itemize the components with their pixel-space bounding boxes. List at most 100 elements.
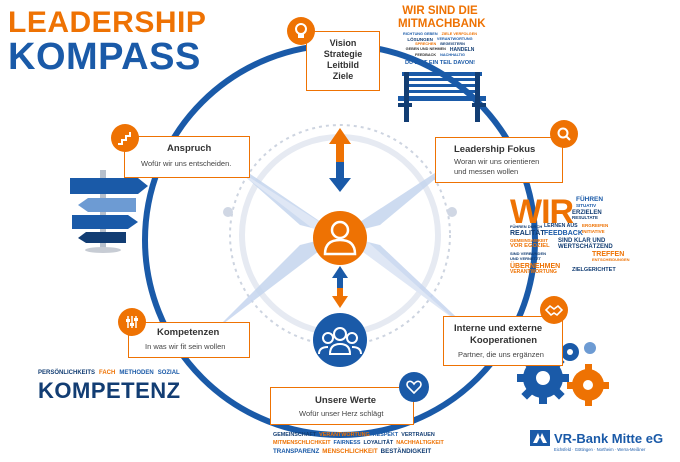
werte-word: RESPEKT <box>372 432 399 438</box>
mitmachbank-block: WIR SIND DIE MITMACHBANK RICHTUNG GEBEN … <box>398 5 486 66</box>
wir-word: ERGREIFEN <box>582 223 609 228</box>
lightbulb-icon <box>287 17 315 45</box>
stairs-icon <box>111 124 139 152</box>
vr-logo-icon <box>530 430 550 446</box>
wir-word: WERTSCHÄTZEND <box>558 244 613 250</box>
anspruch-box: Anspruch Wofür wir uns entscheiden. <box>124 136 250 178</box>
heart-icon <box>399 372 429 402</box>
bench-illustration <box>398 72 486 122</box>
wir-big: WIR <box>510 193 574 231</box>
wir-word: SIND KLAR UND <box>558 238 606 244</box>
kompetenz-word: KOMPETENZ <box>38 378 181 403</box>
kompetenz-tag: METHODEN <box>119 370 154 376</box>
wir-word: UND VERNETZT <box>510 256 541 261</box>
anspruch-title: Anspruch <box>167 143 212 154</box>
kompetenz-tag: PERSÖNLICHKEITS <box>38 370 96 376</box>
wir-word: GEMEINSAMKEIT <box>510 238 549 243</box>
wir-word: ZIELGERICHTET <box>572 267 616 273</box>
mitmachbank-line2: MITMACHBANK <box>398 17 486 30</box>
wir-word: LERNEN AUS <box>544 223 578 229</box>
kooperationen-title2: Kooperationen <box>470 335 538 346</box>
wir-word: FÜHREN DURCH <box>510 224 543 229</box>
title-leadership: LEADERSHIP <box>8 6 207 39</box>
kooperationen-box: Interne und externe Kooperationen Partne… <box>443 316 563 366</box>
mitmachbank-word: ZIELE VERFOLGEN <box>441 32 478 36</box>
mitmachbank-word: NACHHALTIG <box>440 53 465 58</box>
werte-word-cloud: GEMEINSCHAFT VERANTWORTUNG RESPEKT VERTR… <box>273 432 444 455</box>
arrow-small-down <box>332 296 348 308</box>
wir-word: FEEDBACK <box>544 230 583 237</box>
mitmachbank-word: RICHTUNG GEBEN <box>402 32 438 36</box>
ring-dot <box>223 207 233 217</box>
title-kompass: KOMPASS <box>8 36 201 78</box>
werte-box: Unsere Werte Wofür unser Herz schlägt <box>270 387 414 425</box>
werte-word: MENSCHLICHKEIT <box>322 448 378 455</box>
strategie-line: Strategie <box>323 49 363 59</box>
werte-subtitle: Wofür unser Herz schlägt <box>299 409 384 418</box>
wir-word-cloud: WIR FÜHREN SITUATIV ERZIELEN RESULTATE F… <box>510 195 660 275</box>
wir-word: ÜBERNEHMEN <box>510 263 561 270</box>
leadership-fokus-box: Leadership Fokus Woran wir uns orientier… <box>435 137 563 183</box>
wir-word: REALITÄT <box>510 230 545 237</box>
kompetenz-tag: SOZIAL <box>157 370 180 376</box>
wir-word: RESULTATE <box>572 215 598 220</box>
bank-locations: Eichsfeld · Göttingen · Northeim · Werra… <box>554 447 646 452</box>
inner-dashed-ring <box>229 124 451 346</box>
mitmachbank-word: GEBEN UND NEHMEN <box>405 47 446 52</box>
anspruch-subtitle: Wofür wir uns entscheiden. <box>141 159 232 168</box>
wir-word: SIND VERBUNDEN <box>510 251 547 256</box>
werte-word: TRANSPARENZ <box>273 448 320 455</box>
werte-word: LOYALITÄT <box>363 440 394 446</box>
wir-word: INITIATIVE <box>582 229 605 234</box>
mitmachbank-word: HANDELN <box>449 47 475 54</box>
compass-rose-light <box>230 165 455 320</box>
kooperationen-title1: Interne und externe <box>454 323 543 334</box>
mitmachbank-line1: WIR SIND DIE <box>402 5 478 17</box>
kompetenzen-subtitle: In was wir fit sein wollen <box>145 342 226 351</box>
werte-title: Unsere Werte <box>315 395 377 406</box>
bank-name: VR-Bank Mitte eG <box>554 430 664 446</box>
werte-word: GEMEINSCHAFT <box>273 432 317 438</box>
leadership-fokus-title: Leadership Fokus <box>454 144 536 155</box>
wir-word: VOR EGOZIEL <box>510 243 550 249</box>
bank-logo: VR-Bank Mitte eG Eichsfeld · Göttingen ·… <box>530 430 675 452</box>
ziele-line: Ziele <box>332 71 354 81</box>
wir-word: ENTSCHEIDUNGEN <box>592 257 630 262</box>
kooperationen-subtitle: Partner, die uns ergänzen <box>458 350 544 359</box>
kompetenz-block: PERSÖNLICHKEITS FACH METHODEN SOZIAL KOM… <box>38 370 181 402</box>
magnifier-icon <box>550 120 578 148</box>
werte-word: VERTRAUEN <box>401 432 435 438</box>
wir-word: ERZIELEN <box>572 210 602 216</box>
sliders-icon <box>118 308 146 336</box>
werte-word: MITMENSCHLICHKEIT <box>273 440 331 446</box>
mitmachbank-word: FEEDBACK <box>415 53 437 58</box>
kompetenz-tag: FACH <box>99 370 116 376</box>
werte-word: BESTÄNDIGKEIT <box>380 448 432 455</box>
kompetenzen-box: Kompetenzen In was wir fit sein wollen <box>128 322 250 358</box>
wir-word: TREFFEN <box>592 251 625 258</box>
mitmachbank-word: SPRECHEN <box>415 42 437 47</box>
mitmachbank-word: LÖSUNGEN <box>407 36 433 42</box>
wir-word: SITUATIV <box>576 203 597 208</box>
wir-word: VERANTWORTUNG <box>510 269 557 275</box>
mitmachbank-word: BEGEISTERN <box>440 42 465 47</box>
wir-word: FÜHREN <box>576 196 604 203</box>
vision-line: Vision <box>329 38 357 48</box>
werte-word: FAIRNESS <box>333 440 361 446</box>
arrow-up <box>329 128 351 144</box>
signpost-illustration <box>70 170 148 253</box>
handshake-icon <box>540 296 568 324</box>
ring-dot <box>447 207 457 217</box>
leitbild-line: Leitbild <box>327 60 359 70</box>
arrow-small-up <box>332 266 348 278</box>
werte-word: NACHHALTIGKEIT <box>396 440 444 446</box>
leadership-fokus-sub2: und messen wollen <box>454 167 519 176</box>
mitmachbank-word: VERANTWORTUNG <box>436 36 473 41</box>
vision-box: Vision Strategie Leitbild Ziele <box>306 31 380 91</box>
arrow-down <box>329 178 351 192</box>
werte-word: VERANTWORTUNG <box>319 432 370 438</box>
kompetenzen-title: Kompetenzen <box>157 327 220 338</box>
mitmachbank-bottom: DU BIST EIN TEIL DAVON! <box>404 59 476 66</box>
leadership-fokus-sub1: Woran wir uns orientieren <box>454 157 540 166</box>
